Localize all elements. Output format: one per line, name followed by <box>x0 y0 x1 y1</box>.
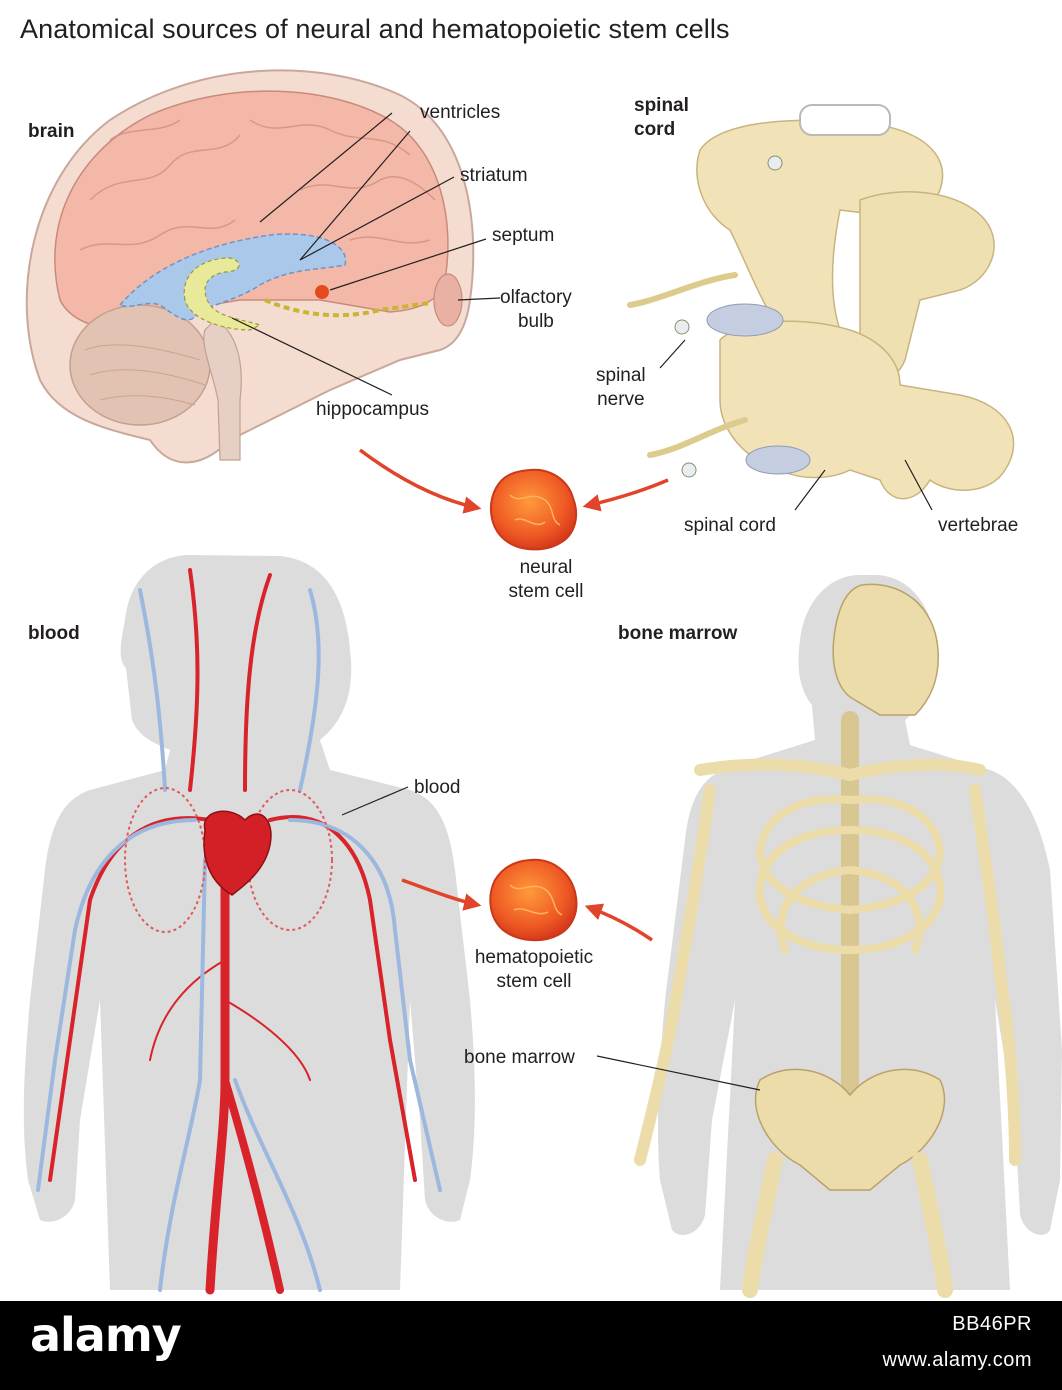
marrow-arrow <box>584 903 653 942</box>
stock-image-id: BB46PR <box>952 1313 1032 1335</box>
spine-illustration <box>627 104 1015 511</box>
intervertebral-disc <box>706 303 784 337</box>
olfactory-pathway <box>264 298 431 318</box>
brainstem-shape <box>203 319 242 461</box>
label-ventricles: ventricles <box>420 102 501 123</box>
right-lung <box>247 789 333 931</box>
section-brain: brain <box>28 121 75 142</box>
ventricles-shape <box>118 233 347 321</box>
label-vertebrae: vertebrae <box>938 515 1019 536</box>
diagram-artwork <box>23 69 1062 1298</box>
label-septum: septum <box>492 225 555 246</box>
heart-shape <box>203 810 272 896</box>
hippocampus-shape <box>183 257 262 331</box>
skeleton-illustration <box>596 575 1062 1298</box>
label-neural-stem-cell: neural stem cell <box>508 557 584 602</box>
watermark-footer <box>0 1301 1062 1390</box>
watermark-url: www.alamy.com <box>882 1349 1032 1371</box>
label-blood: blood <box>414 777 461 798</box>
olfactory-bulb-shape <box>433 273 463 327</box>
cerebellum-shape <box>69 304 211 426</box>
left-lung <box>124 787 206 933</box>
spinal-canal <box>799 104 891 136</box>
skull-bone <box>832 583 939 716</box>
alamy-logo: alamy <box>30 1308 182 1362</box>
spine-arrow <box>582 478 669 512</box>
blood-illustration <box>23 555 475 1295</box>
section-blood: blood <box>28 623 80 644</box>
diagram-title: Anatomical sources of neural and hematop… <box>20 14 730 44</box>
blood-arrow <box>401 878 482 911</box>
label-spinal-cord: spinal cord <box>684 515 776 536</box>
label-bone-marrow: bone marrow <box>464 1047 575 1068</box>
label-hippocampus: hippocampus <box>316 399 430 420</box>
section-spinal-cord: spinal cord <box>634 95 689 140</box>
label-striatum: striatum <box>460 165 528 186</box>
label-hematopoietic-stem-cell: hematopoietic stem cell <box>474 947 594 992</box>
brain-illustration <box>25 69 501 464</box>
neural-stem-cell-icon <box>489 468 578 551</box>
pelvis-bone <box>754 1068 946 1191</box>
human-silhouette-left <box>23 555 475 1290</box>
septum-marker <box>315 285 329 299</box>
label-spinal-nerve: spinal nerve <box>596 365 646 410</box>
label-olfactory-bulb: olfactory bulb <box>500 287 572 332</box>
intervertebral-disc-lower <box>745 445 811 475</box>
brain-arrow <box>358 448 482 514</box>
section-bone-marrow: bone marrow <box>618 623 738 644</box>
hematopoietic-stem-cell-icon <box>489 858 578 942</box>
